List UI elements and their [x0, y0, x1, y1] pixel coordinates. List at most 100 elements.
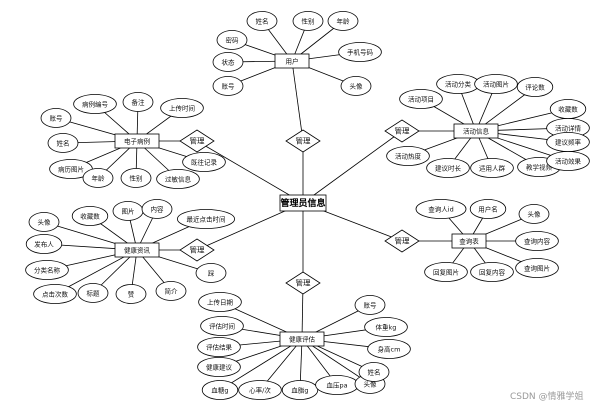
attribute-ellipse [156, 169, 200, 189]
attribute-ellipse [182, 152, 226, 172]
attribute-ellipse [115, 284, 147, 304]
relation-label: 管理 [190, 135, 205, 145]
attribute-ellipse [354, 295, 386, 315]
attribute-label: 赞 [128, 289, 135, 298]
attribute-label: 上传时间 [169, 103, 195, 112]
attribute-ellipse [338, 42, 382, 62]
attribute-ellipse [515, 258, 559, 278]
entity-label: 活动信息 [463, 126, 490, 135]
entity-label: 查询表 [459, 236, 479, 245]
attribute-ellipse [201, 380, 239, 400]
attribute-ellipse [238, 380, 282, 400]
watermark: CSDN @情雅学姐 [510, 390, 584, 402]
attribute-label: 用户名 [478, 204, 498, 213]
entity-label: 健康资讯 [124, 245, 151, 254]
attribute-label: 血脂g [291, 385, 308, 394]
attribute-ellipse [28, 212, 60, 232]
attribute-label: 建议频率 [555, 137, 582, 146]
attribute-ellipse [155, 281, 187, 301]
attribute-label: 发布人 [34, 239, 54, 248]
attribute-ellipse [367, 339, 411, 359]
attribute-label: 头像 [350, 81, 364, 90]
attribute-label: 评估时间 [209, 321, 235, 330]
attribute-label: 活动分类 [445, 79, 472, 88]
attribute-ellipse [176, 209, 235, 229]
attribute-label: 内容 [151, 204, 165, 213]
entity-box [114, 133, 160, 149]
attribute-label: 点击次数 [42, 289, 69, 298]
attribute-label: 病历图片 [58, 164, 84, 173]
attribute-ellipse [515, 231, 559, 251]
attribute-ellipse [415, 199, 467, 219]
attribute-ellipse [160, 98, 204, 118]
attribute-label: 头像 [528, 209, 542, 218]
attribute-label: 心率/次 [249, 385, 271, 394]
attribute-label: 性别 [130, 173, 143, 182]
edge-center-ecard [196, 140, 304, 204]
attribute-label: 账号 [50, 113, 64, 122]
attribute-label: 手机号码 [347, 47, 374, 56]
nodes-layer: 管理员信息姓名性别年龄密码手机号码状态账号头像管理用户活动分类活动图片评论数活动… [25, 11, 590, 400]
center-entity-label: 管理员信息 [280, 197, 325, 209]
attribute-ellipse [197, 357, 241, 377]
relation-label: 管理 [296, 135, 311, 145]
relation-diamond [179, 129, 215, 153]
attribute-label: 状态 [222, 57, 236, 66]
attribute-ellipse [25, 260, 69, 280]
attribute-ellipse [426, 158, 470, 178]
attribute-label: 姓名 [256, 16, 269, 25]
attribute-label: 姓名 [57, 138, 70, 147]
entity-label: 健康评估 [289, 334, 316, 343]
attribute-ellipse [516, 77, 554, 97]
entity-label: 用户 [286, 56, 299, 65]
relation-diamond [179, 238, 215, 262]
attribute-label: 性别 [302, 16, 315, 25]
entity-box [279, 331, 325, 347]
attribute-label: 姓名 [368, 367, 381, 376]
attribute-label: 体重kg [376, 322, 397, 331]
attribute-label: 病例编号 [82, 99, 109, 108]
attribute-label: 建议时长 [435, 163, 462, 172]
attribute-ellipse [474, 74, 518, 94]
attribute-ellipse [198, 292, 242, 312]
attribute-ellipse [546, 151, 590, 171]
attribute-label: 活动热度 [395, 151, 422, 160]
attribute-label: 血糖g [211, 385, 228, 394]
edge-attr [219, 338, 303, 391]
edge-attr [301, 338, 371, 385]
attribute-label: 备注 [132, 97, 146, 106]
attribute-label: 适用人群 [479, 163, 506, 172]
attribute-label: 血压pa [326, 380, 347, 389]
entity-box [114, 242, 160, 258]
entity-box [453, 123, 499, 139]
relation-diamond [384, 119, 420, 143]
attribute-ellipse [77, 283, 109, 303]
attribute-label: 账号 [364, 300, 378, 309]
attribute-ellipse [246, 11, 278, 31]
attribute-label: 分类名称 [34, 265, 61, 274]
attribute-ellipse [47, 133, 79, 153]
attribute-ellipse [364, 317, 408, 337]
attribute-label: 既往记录 [191, 157, 218, 166]
attribute-ellipse [518, 204, 550, 224]
entity-box [451, 233, 487, 249]
attribute-label: 收藏数 [558, 104, 578, 113]
relation-diamond [285, 129, 321, 153]
attribute-ellipse [281, 380, 319, 400]
center-entity-box [279, 194, 327, 212]
attribute-label: 最近点击时间 [187, 214, 226, 223]
attribute-label: 账号 [222, 81, 236, 90]
attribute-label: 身高cm [378, 344, 401, 353]
attribute-ellipse [386, 146, 430, 166]
attribute-label: 活动项目 [408, 94, 434, 103]
relation-label: 管理 [296, 277, 311, 287]
attribute-ellipse [195, 263, 227, 283]
attribute-label: 图片 [122, 206, 135, 215]
attribute-label: 查询人id [428, 204, 453, 213]
edge-rel-user [291, 60, 304, 142]
attribute-ellipse [82, 168, 114, 188]
attribute-ellipse [25, 234, 63, 254]
attribute-ellipse [40, 108, 72, 128]
attribute-label: 上传日期 [207, 297, 234, 306]
